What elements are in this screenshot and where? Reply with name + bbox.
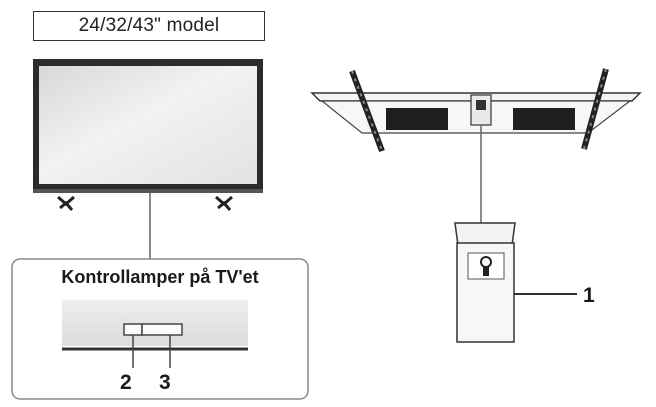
tv-left-foot — [57, 195, 75, 211]
control-joystick-stem — [483, 266, 489, 276]
tv-right-foot — [215, 195, 233, 211]
stand-leg-left — [349, 69, 385, 153]
tv-bottom-edge — [33, 189, 263, 193]
indicator-panel-surface — [62, 300, 248, 346]
tv-screen — [39, 66, 257, 184]
indicator-panel-title: Kontrollamper på TV'et — [61, 267, 259, 287]
control-joystick-knob — [480, 256, 492, 268]
callout-1: 1 — [583, 284, 595, 307]
speaker-grille-right — [513, 108, 575, 130]
callout-2: 2 — [120, 371, 132, 394]
stand-leg-right — [581, 68, 609, 150]
remote-sensor-window — [141, 323, 183, 336]
callout-3: 3 — [159, 371, 171, 394]
model-label: 24/32/43" model — [33, 11, 265, 41]
tv-front-view — [33, 59, 263, 259]
joystick-detail — [454, 222, 577, 343]
standby-indicator-lamp — [123, 323, 143, 336]
tv-bottom-view — [310, 68, 642, 223]
control-joystick — [476, 100, 486, 110]
speaker-grille-left — [386, 108, 448, 130]
indicator-panel — [11, 258, 309, 400]
